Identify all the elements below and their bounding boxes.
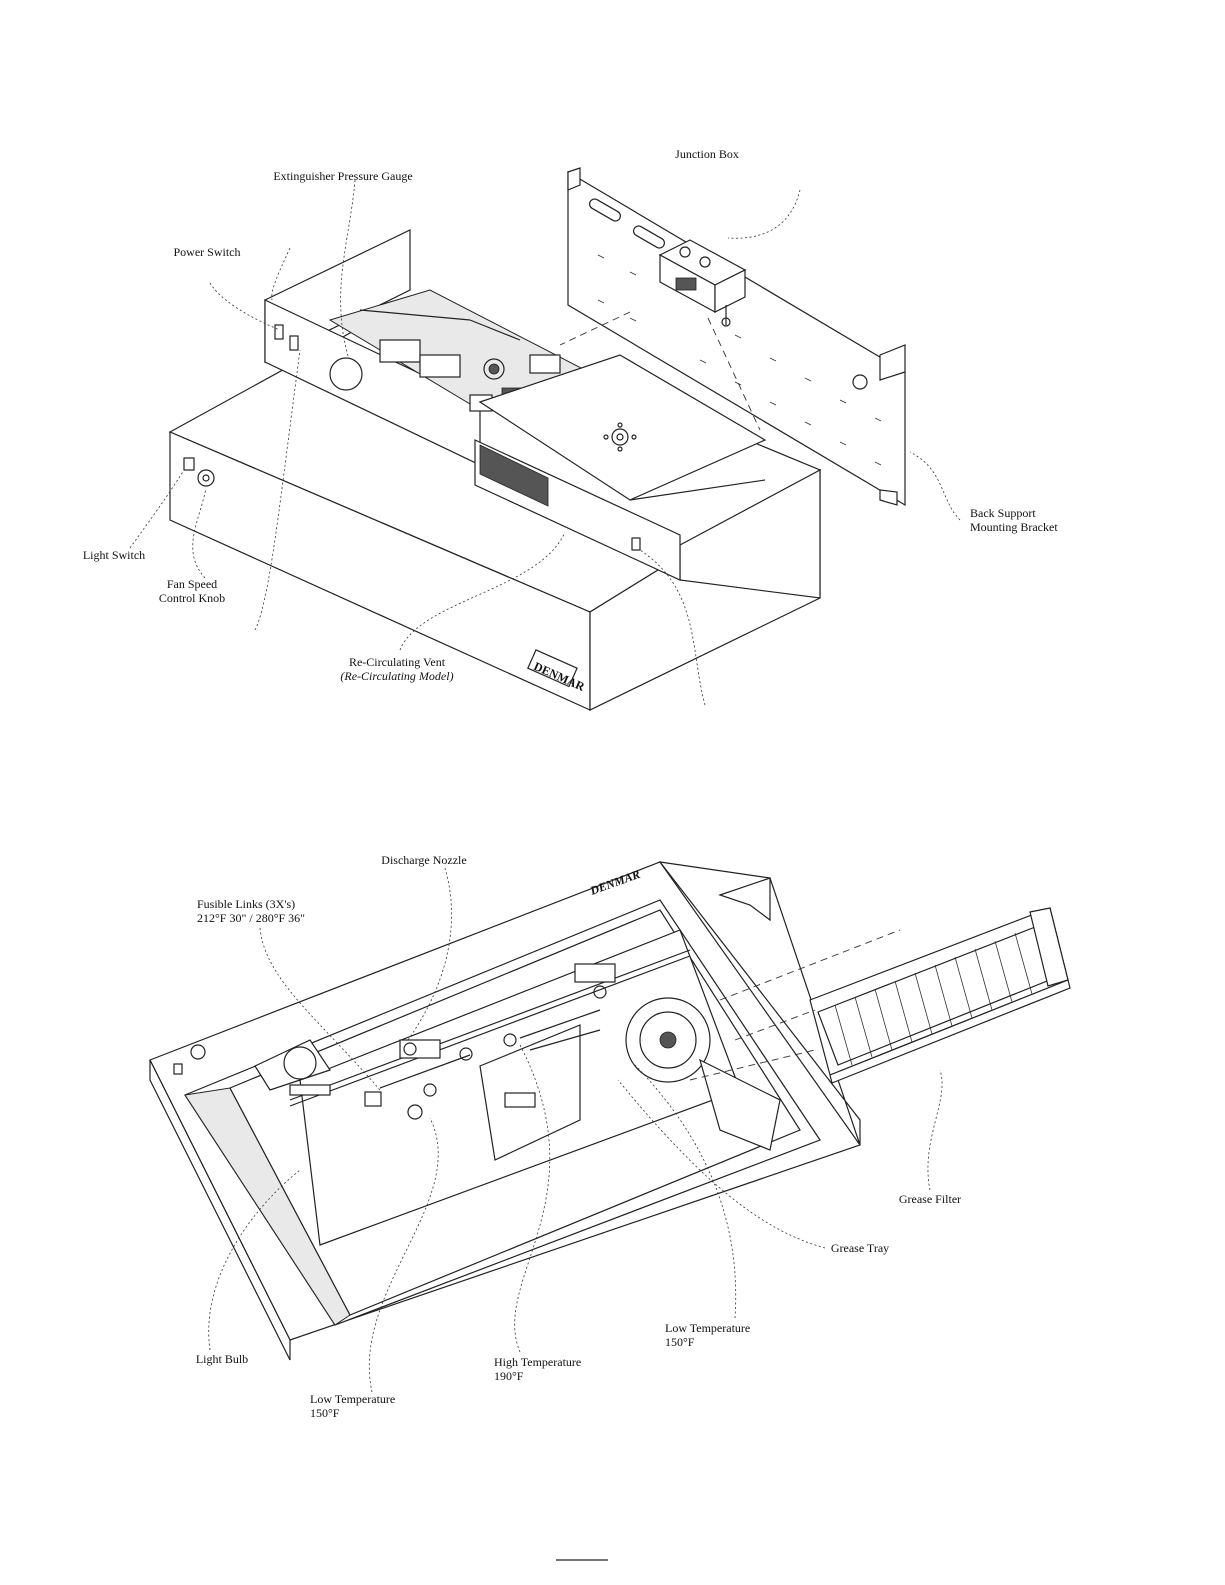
upper-control-panel xyxy=(264,229,481,466)
label-back-support-line1: Back Support xyxy=(970,506,1036,520)
light-switch-icon xyxy=(183,457,195,471)
control-board xyxy=(328,289,587,412)
label-light-bulb: Light Bulb xyxy=(196,1352,248,1366)
upper-view-drawing: DENMAR xyxy=(129,167,961,711)
label-power-switch: Power Switch xyxy=(174,245,241,259)
label-low-temp-right-line1: Low Temperature xyxy=(665,1321,750,1335)
label-low-temp-left-line1: Low Temperature xyxy=(310,1392,395,1406)
recirculating-vent xyxy=(474,439,766,581)
top-cover-plate xyxy=(478,354,767,501)
label-high-temp-line1: High Temperature xyxy=(494,1355,581,1369)
label-junction-box: Junction Box xyxy=(675,147,739,161)
grease-filter xyxy=(809,907,1071,1084)
discharge-pipe xyxy=(289,949,691,1120)
label-grease-tray: Grease Tray xyxy=(831,1241,889,1255)
label-grease-filter: Grease Filter xyxy=(899,1192,961,1206)
junction-box xyxy=(658,239,747,327)
label-light-switch: Light Switch xyxy=(83,548,145,562)
back-support-bracket xyxy=(567,167,906,507)
label-fusible-links-line2: 212°F 30" / 280°F 36" xyxy=(197,911,305,925)
fan-speed-knob-icon xyxy=(197,469,215,487)
lower-labels: Discharge Nozzle Fusible Links (3X's) 21… xyxy=(196,853,961,1420)
label-fusible-links-line1: Fusible Links (3X's) xyxy=(197,897,295,911)
lower-view-drawing: DENMAR xyxy=(149,861,1071,1393)
lower-light-switch-icon xyxy=(173,1063,183,1075)
light-bulb-housing xyxy=(254,1039,331,1096)
label-fan-speed-line2: Control Knob xyxy=(159,591,225,605)
label-low-temp-right-line2: 150°F xyxy=(665,1335,695,1349)
lower-fan-knob-icon xyxy=(190,1044,206,1060)
label-back-support-line2: Mounting Bracket xyxy=(970,520,1058,534)
label-low-temp-left-line2: 150°F xyxy=(310,1406,340,1420)
label-high-temp-line2: 190°F xyxy=(494,1369,524,1383)
inner-baffle xyxy=(299,929,781,1246)
upper-labels: Junction Box Extinguisher Pressure Gauge… xyxy=(83,147,1058,683)
label-fan-speed-line1: Fan Speed xyxy=(167,577,217,591)
label-recirculating-vent-line1: Re-Circulating Vent xyxy=(349,655,446,669)
label-discharge-nozzle: Discharge Nozzle xyxy=(381,853,466,867)
label-recirculating-vent-line2: (Re-Circulating Model) xyxy=(340,669,453,683)
label-extinguisher-pressure-gauge: Extinguisher Pressure Gauge xyxy=(273,169,412,183)
